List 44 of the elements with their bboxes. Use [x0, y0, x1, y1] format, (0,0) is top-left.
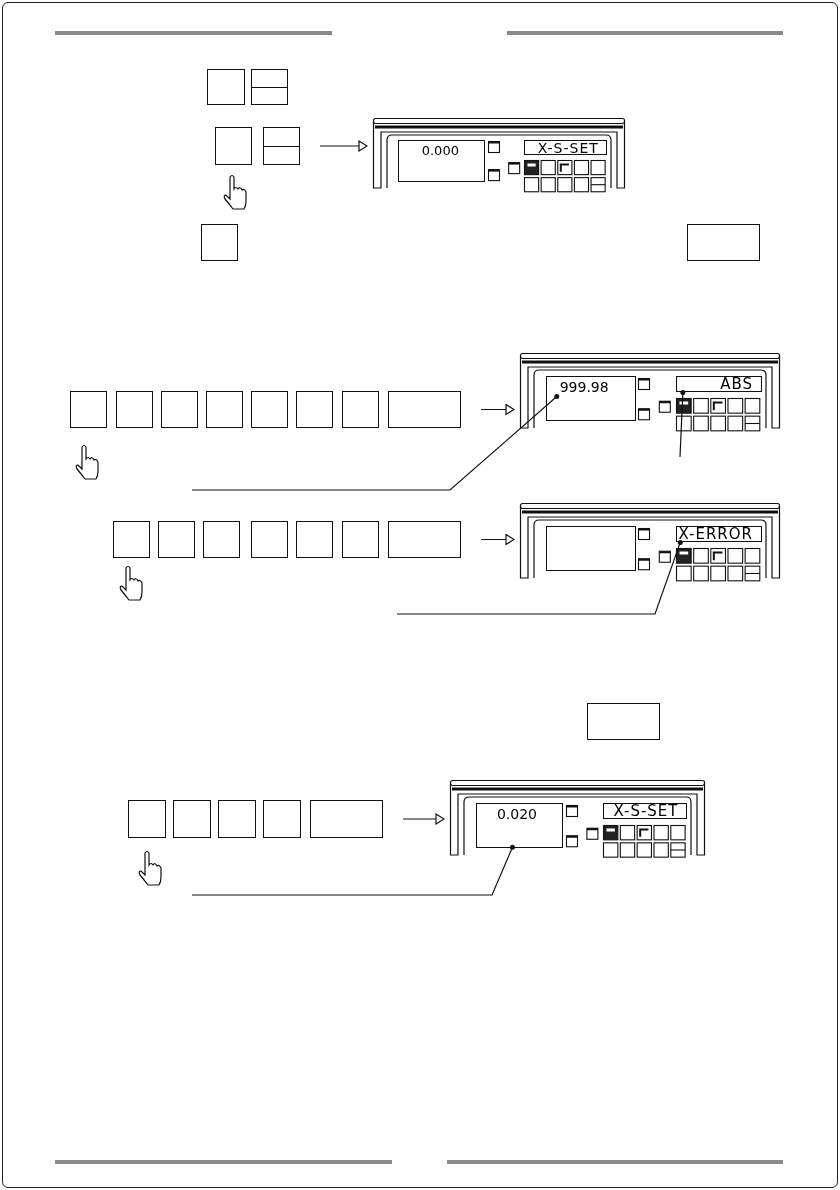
leader-line	[191, 844, 515, 896]
key-box	[113, 521, 150, 558]
arrow	[480, 403, 515, 416]
key-box	[342, 391, 379, 428]
key-box	[263, 800, 301, 838]
arrow	[319, 140, 368, 152]
message-display: X-S-SET	[603, 803, 688, 820]
key-box	[296, 521, 333, 558]
key-box	[310, 800, 383, 838]
key-box	[388, 521, 461, 558]
message-display: X-S-SET	[524, 139, 608, 155]
key-box	[158, 521, 195, 558]
key-box	[687, 224, 760, 261]
key-box	[116, 391, 153, 428]
key-box	[201, 224, 238, 261]
key-box	[206, 391, 243, 428]
display-window	[546, 526, 636, 572]
key-box	[173, 800, 211, 838]
key-box	[388, 391, 461, 428]
key-box	[218, 800, 256, 838]
key-box	[128, 800, 166, 838]
message-display: ABS	[676, 376, 762, 393]
leader-line	[679, 389, 686, 458]
key-box	[587, 703, 660, 740]
key-box	[161, 391, 198, 428]
key-box	[251, 521, 288, 558]
readout-display: 0.000	[398, 139, 486, 182]
arrow	[480, 533, 515, 546]
readout-display: 999.98	[546, 376, 636, 422]
key-box	[263, 127, 300, 165]
key-box	[296, 391, 333, 428]
key-box	[203, 521, 240, 558]
key-box	[207, 69, 245, 105]
key-box	[70, 391, 107, 428]
key-box	[251, 391, 288, 428]
arrow	[402, 813, 445, 825]
key-box	[215, 127, 252, 165]
leader-line	[191, 394, 560, 491]
leader-line	[396, 539, 683, 615]
key-box	[342, 521, 379, 558]
key-box	[251, 69, 288, 105]
readout-display: 0.020	[475, 803, 564, 849]
display-unit	[450, 780, 705, 855]
message-display: X-ERROR	[676, 526, 762, 543]
